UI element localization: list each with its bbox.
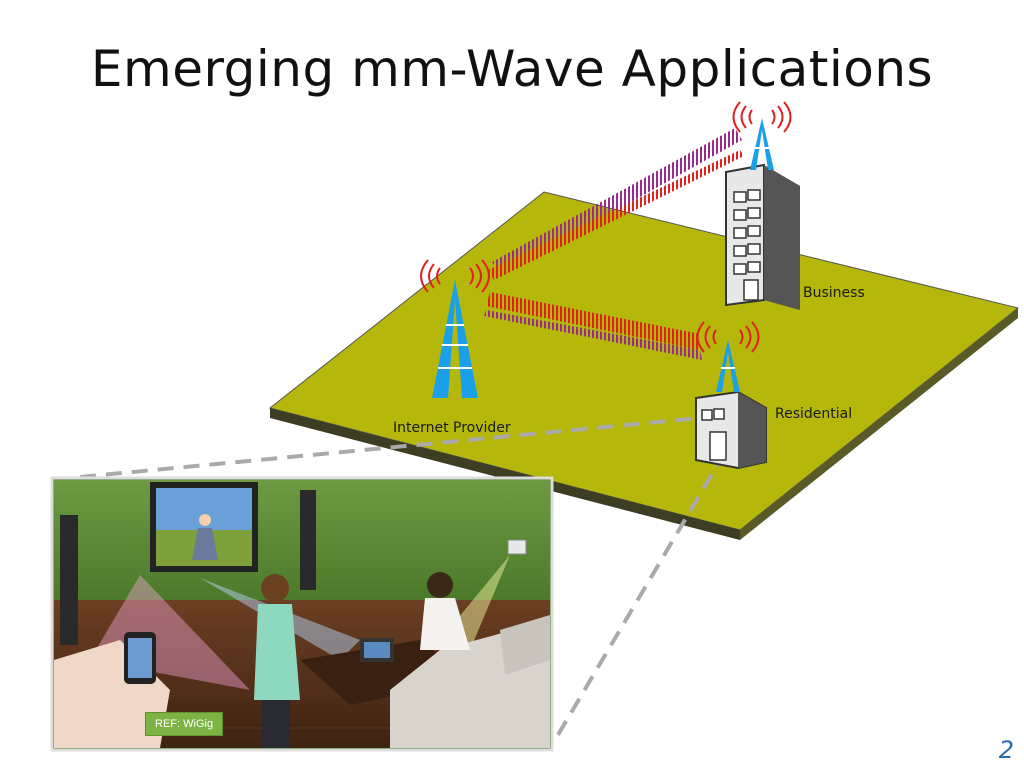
internet-provider-tower — [432, 280, 478, 398]
ref-badge: REF: WiGig — [145, 712, 224, 736]
beam-provider-to-business — [488, 128, 744, 280]
label-residential: Residential — [775, 406, 852, 422]
beam-provider-to-residential — [484, 292, 702, 360]
page-number: 2 — [998, 736, 1014, 764]
speaker-left — [60, 515, 78, 645]
signal-waves-icon — [420, 259, 490, 293]
living-room-illustration — [50, 476, 554, 752]
slide-title: Emerging mm-Wave Applications — [90, 40, 934, 98]
business-antenna — [750, 118, 774, 170]
speaker-right — [300, 490, 316, 590]
business-building — [725, 163, 800, 310]
label-business: Business — [803, 285, 865, 301]
ground-plane — [268, 191, 1020, 540]
signal-waves-icon — [696, 321, 760, 353]
label-internet-provider: Internet Provider — [393, 420, 511, 436]
residential-antenna — [716, 340, 740, 392]
signal-waves-icon — [732, 101, 792, 133]
router-icon — [507, 539, 527, 555]
tv-screen — [150, 482, 258, 572]
dashed-link-lines — [79, 416, 740, 742]
residential-building — [695, 390, 767, 470]
